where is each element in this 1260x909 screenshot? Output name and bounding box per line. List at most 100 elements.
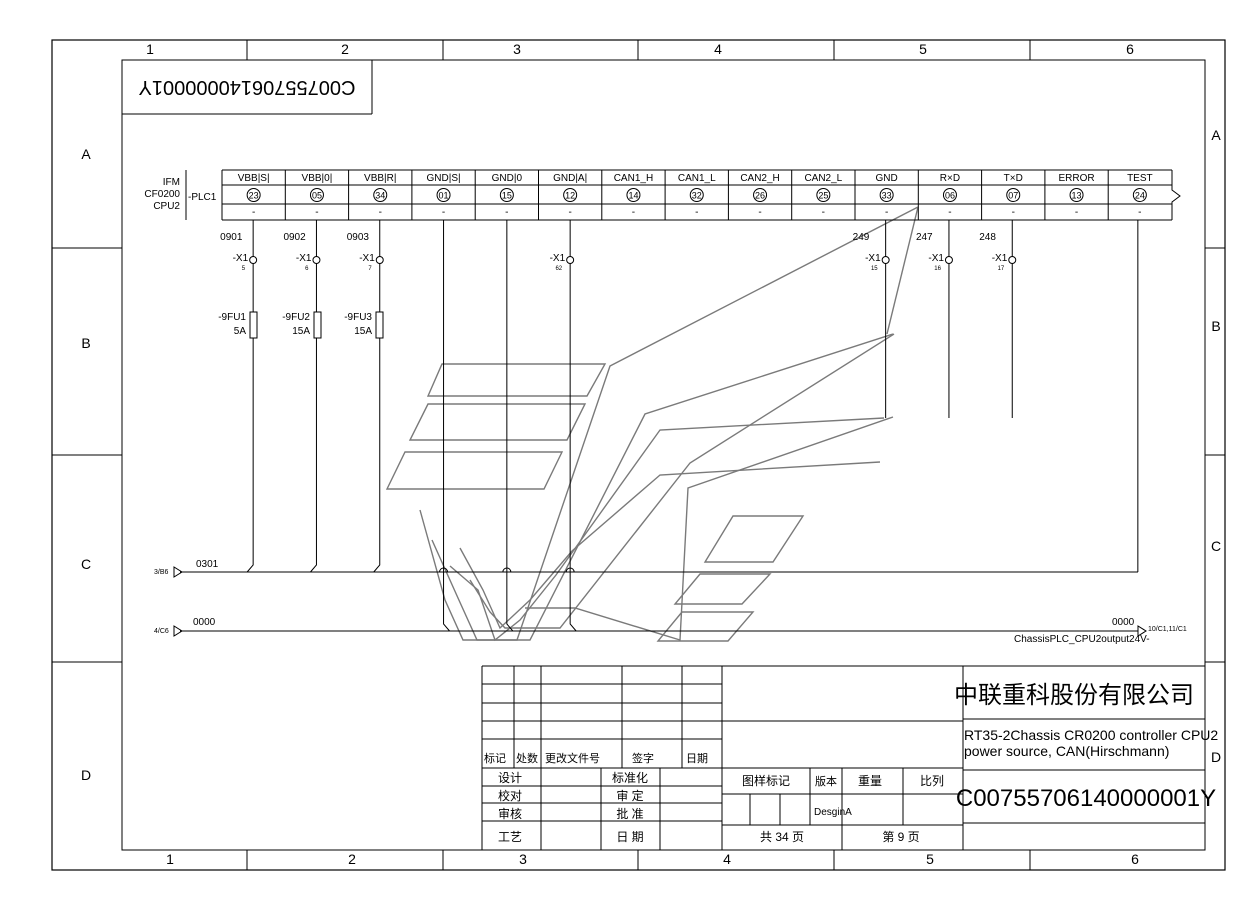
pin-sub: - xyxy=(695,207,698,218)
attr-header: 图样标记 xyxy=(742,773,790,788)
attr-header: 重量 xyxy=(858,774,882,788)
pin-name: GND|0 xyxy=(492,173,523,184)
row-label-left: C xyxy=(81,556,91,572)
pin-sub: - xyxy=(885,207,888,218)
pin-circle xyxy=(563,188,578,202)
terminal-label: -X1 xyxy=(928,253,944,264)
pin-name: GND xyxy=(876,173,898,184)
svg-text:5A: 5A xyxy=(234,326,247,337)
rev-header: 标记 xyxy=(484,751,506,765)
pin-sub: - xyxy=(822,207,825,218)
terminal-label: -X1 xyxy=(233,253,249,264)
svg-text:3/B6: 3/B6 xyxy=(154,569,169,576)
plc-terminal-block: IFM CF0200 CPU2 -PLC1 VBB|S|23-VBB|0|05-… xyxy=(144,169,1181,221)
pin-number: 33 xyxy=(882,191,892,201)
plc-model: CF0200 xyxy=(144,189,180,200)
col-label-top: 3 xyxy=(513,41,521,57)
col-label-top: 6 xyxy=(1126,41,1134,57)
wire-number: 248 xyxy=(979,232,996,243)
terminal-x1 xyxy=(881,256,890,264)
pin-name: VBB|R| xyxy=(364,173,396,184)
col-label-top: 4 xyxy=(714,41,722,57)
mirrored-drawing-number: C00755706140000001Y xyxy=(122,60,373,115)
rev-header: 签字 xyxy=(632,751,654,765)
pin-sub: - xyxy=(1012,207,1015,218)
terminal-label: -X1 xyxy=(865,253,881,264)
terminal-label: -X1 xyxy=(359,253,375,264)
pin-name: CAN2_H xyxy=(740,173,779,184)
pin-name: GND|A| xyxy=(553,173,587,184)
pin-number: 34 xyxy=(375,191,385,201)
col-label-bottom: 6 xyxy=(1131,851,1139,867)
page-number: 第 9 页 xyxy=(882,830,919,844)
pin-name: VBB|S| xyxy=(238,173,270,184)
pin-sub: - xyxy=(1138,207,1141,218)
pin-circle xyxy=(436,188,451,202)
wire-number: 0902 xyxy=(283,232,306,243)
fuse-9fu2: -9FU2 15A xyxy=(282,311,322,339)
pin-name: T×D xyxy=(1004,173,1023,184)
terminal-pin: 16 xyxy=(934,266,941,272)
rev-header: 更改文件号 xyxy=(545,751,600,765)
pin-number: 24 xyxy=(1135,191,1145,201)
col-label-bottom: 2 xyxy=(348,851,356,867)
col-label-top: 5 xyxy=(919,41,927,57)
col-label-bottom: 3 xyxy=(519,851,527,867)
pin-number: 05 xyxy=(312,191,322,201)
col-label-bottom: 1 xyxy=(166,851,174,867)
pin-name: CAN1_L xyxy=(678,173,716,184)
pin-sub: - xyxy=(948,207,951,218)
terminal-pin: 5 xyxy=(242,266,246,272)
drawing-title-line2: power source, CAN(Hirschmann) xyxy=(964,743,1169,759)
role-label: 工艺 xyxy=(498,830,522,844)
svg-text:15A: 15A xyxy=(354,326,372,337)
terminal-pin: 17 xyxy=(998,266,1005,272)
terminal-pin: 7 xyxy=(368,266,372,272)
role-label: 标准化 xyxy=(612,771,648,785)
bus-0301: 3/B6 0301 xyxy=(154,559,1138,578)
role-label: 审 定 xyxy=(616,788,643,803)
rev-header: 日期 xyxy=(686,752,708,765)
pin-name: CAN2_L xyxy=(804,173,842,184)
svg-text:-9FU1: -9FU1 xyxy=(218,312,246,323)
row-label-left: A xyxy=(81,146,91,162)
pin-number: 06 xyxy=(945,191,955,201)
svg-text:C00755706140000001Y: C00755706140000001Y xyxy=(139,76,356,98)
terminal-x1 xyxy=(312,256,321,264)
svg-text:10/C1,11/C1: 10/C1,11/C1 xyxy=(1148,626,1187,633)
svg-text:-9FU3: -9FU3 xyxy=(344,312,372,323)
pin-circle xyxy=(942,188,957,202)
pin-circle xyxy=(1006,188,1021,202)
attr-header: 比列 xyxy=(920,774,944,788)
terminal-x1 xyxy=(1008,256,1017,264)
pin-sub: - xyxy=(505,207,508,218)
svg-text:15A: 15A xyxy=(292,326,310,337)
pin-name: TEST xyxy=(1127,173,1153,184)
role-label: 日 期 xyxy=(616,830,643,844)
plc-tag: -PLC1 xyxy=(188,192,217,203)
pin-sub: - xyxy=(632,207,635,218)
pin-circle xyxy=(499,188,514,202)
wire-number: 0903 xyxy=(347,232,370,243)
row-label-right: D xyxy=(1211,749,1221,765)
pin-number: 25 xyxy=(818,191,828,201)
pin-name: GND|S| xyxy=(427,173,461,184)
drawing-number: C00755706140000001Y xyxy=(956,785,1216,812)
rev-header: 处数 xyxy=(516,752,538,765)
fuse-9fu3: -9FU3 15A xyxy=(344,311,384,339)
pin-sub: - xyxy=(568,207,571,218)
pin-number: 13 xyxy=(1072,191,1082,201)
pin-circle xyxy=(879,188,894,202)
pin-sub: - xyxy=(315,207,318,218)
pin-number: 23 xyxy=(249,191,259,201)
pin-name: CAN1_H xyxy=(614,173,653,184)
wire-number: 249 xyxy=(853,232,870,243)
pin-sub: - xyxy=(1075,207,1078,218)
terminal-label: -X1 xyxy=(992,253,1008,264)
pin-circle xyxy=(753,188,768,202)
zone-labels: 1 2 3 4 5 6 1 2 3 4 5 6 A B C D A B C D xyxy=(81,41,1221,867)
pin-number: 12 xyxy=(565,191,575,201)
pin-sub: - xyxy=(379,207,382,218)
pin-number: 07 xyxy=(1008,191,1018,201)
